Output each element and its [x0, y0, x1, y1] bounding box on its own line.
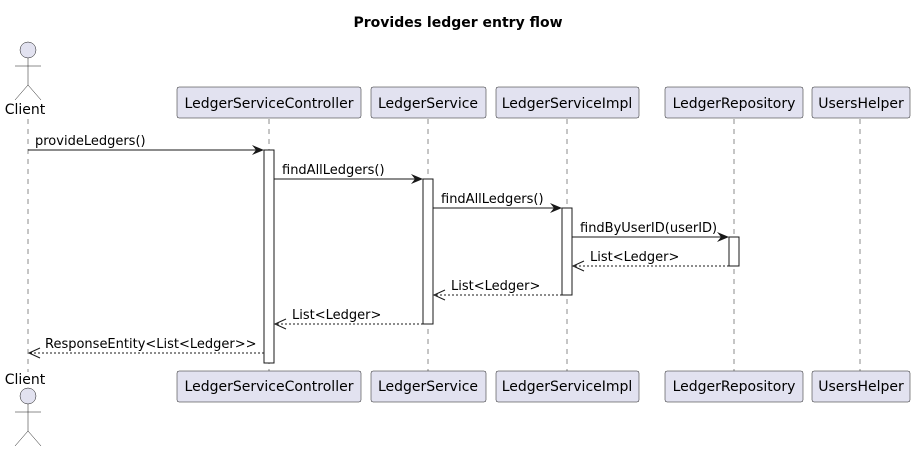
messages: provideLedgers() findAllLedgers() findAl…	[27, 134, 729, 359]
arrowhead-icon	[273, 318, 287, 330]
participants-top: LedgerServiceController LedgerService Le…	[176, 86, 911, 119]
participant-label: LedgerService	[378, 379, 478, 395]
participant-helper: UsersHelper	[811, 370, 911, 403]
message-label: List<Ledger>	[292, 308, 381, 323]
message-label: findByUserID(userID)	[580, 221, 717, 236]
participants-bottom: LedgerServiceController LedgerService Le…	[176, 370, 911, 403]
message-label: List<Ledger>	[590, 250, 679, 265]
arrowhead-icon	[571, 260, 585, 272]
arrowhead-icon	[717, 232, 729, 242]
participant-impl: LedgerServiceImpl	[495, 370, 640, 403]
arrowhead-icon	[252, 145, 264, 155]
participant-label: LedgerServiceController	[185, 96, 354, 112]
diagram-title: Provides ledger entry flow	[353, 15, 562, 31]
message-8: ResponseEntity<List<Ledger>>	[27, 337, 264, 359]
message-2: findAllLedgers()	[274, 163, 423, 184]
participant-repository: LedgerRepository	[664, 86, 804, 119]
participant-service: LedgerService	[370, 370, 487, 403]
message-5: List<Ledger>	[571, 250, 729, 272]
actor-label: Client	[5, 372, 46, 388]
actor-client-top: Client	[5, 41, 46, 118]
arrowhead-icon	[411, 174, 423, 184]
message-6: List<Ledger>	[432, 279, 562, 301]
message-3: findAllLedgers()	[433, 192, 562, 213]
participant-label: LedgerService	[378, 96, 478, 112]
message-4: findByUserID(userID)	[572, 221, 729, 242]
arrowhead-icon	[550, 203, 562, 213]
activation-service	[422, 178, 434, 325]
participant-repository: LedgerRepository	[664, 370, 804, 403]
participant-label: UsersHelper	[818, 96, 904, 112]
message-label: provideLedgers()	[35, 134, 146, 149]
actor-client-bottom: Client	[5, 372, 46, 447]
participant-controller: LedgerServiceController	[176, 370, 362, 403]
message-label: ResponseEntity<List<Ledger>>	[45, 337, 257, 352]
participant-controller: LedgerServiceController	[176, 86, 362, 119]
arrowhead-icon	[432, 289, 446, 301]
participant-label: LedgerRepository	[673, 96, 796, 112]
message-label: List<Ledger>	[451, 279, 540, 294]
actor-head-icon	[19, 387, 37, 405]
participant-helper: UsersHelper	[811, 86, 911, 119]
actor-body-icon	[14, 404, 42, 447]
actor-body-icon	[14, 58, 42, 101]
participant-service: LedgerService	[370, 86, 487, 119]
participant-label: LedgerRepository	[673, 379, 796, 395]
activation-impl	[561, 207, 573, 296]
participant-label: UsersHelper	[818, 379, 904, 395]
participant-label: LedgerServiceImpl	[502, 96, 633, 112]
activation-controller	[263, 149, 275, 364]
actor-label: Client	[5, 102, 46, 118]
activations	[263, 149, 740, 364]
participant-label: LedgerServiceImpl	[502, 379, 633, 395]
arrowhead-icon	[27, 347, 41, 359]
participant-label: LedgerServiceController	[185, 379, 354, 395]
participant-impl: LedgerServiceImpl	[495, 86, 640, 119]
message-7: List<Ledger>	[273, 308, 423, 330]
message-1: provideLedgers()	[28, 134, 264, 155]
message-label: findAllLedgers()	[282, 163, 385, 178]
activation-repository	[728, 236, 740, 267]
message-label: findAllLedgers()	[441, 192, 544, 207]
actor-head-icon	[19, 41, 37, 59]
